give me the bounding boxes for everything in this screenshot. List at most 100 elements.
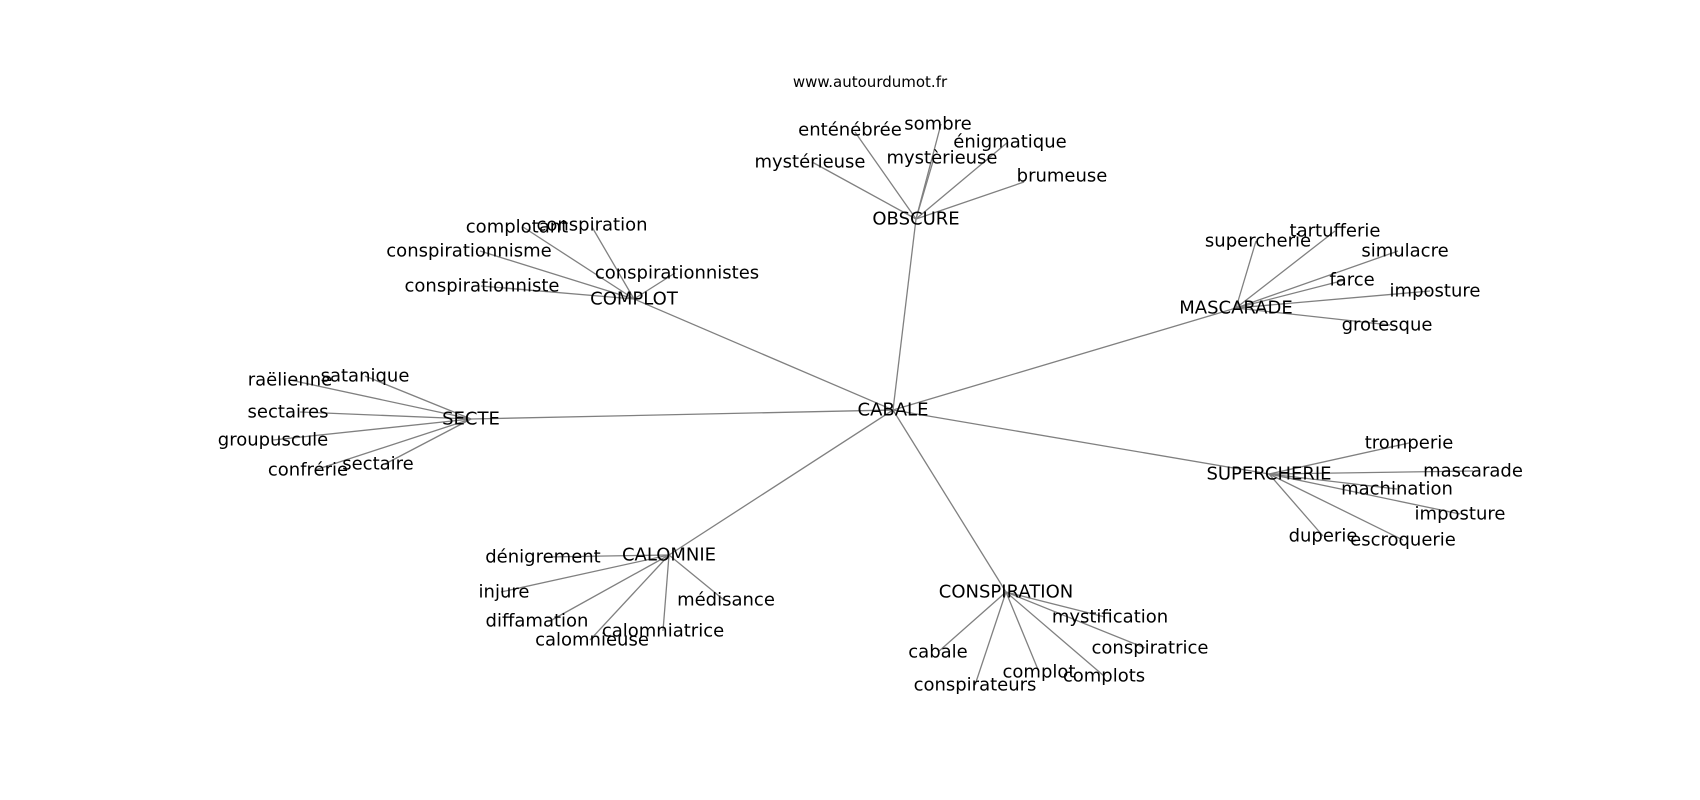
edge-hub-word (1268, 473, 1404, 541)
word-node-label: sectaire (342, 454, 414, 475)
edge-hub-word (364, 375, 472, 420)
word-node-label: conspirationnistes (595, 263, 759, 284)
edge-hub-word (549, 554, 670, 622)
edge-hub-word (289, 379, 472, 420)
edge-hub-word (1005, 591, 1106, 618)
edge-hub-word (974, 591, 1007, 686)
edge-hub-word (633, 272, 676, 300)
word-node-label: farce (1329, 270, 1374, 291)
edge-hub-word (480, 285, 635, 300)
edge-hub-word (854, 131, 917, 220)
edge-hub-word (915, 181, 1025, 220)
edge-hub-word (811, 161, 917, 220)
word-node-label: imposture (1415, 504, 1506, 525)
word-node-label: machination (1341, 479, 1453, 500)
edge-hub-word (479, 250, 635, 300)
word-node-label: conspirateurs (914, 675, 1037, 696)
graph-labels: www.autourdumot.fr CABALE mystérieuse enté… (218, 73, 1523, 696)
edge-hub-word (591, 226, 635, 300)
word-node-label: sectaires (248, 402, 329, 423)
edge-hub-word (915, 123, 942, 220)
word-node-label: complot (1003, 662, 1076, 683)
hub-node-label: CONSPIRATION (939, 582, 1073, 603)
word-node-label: enténébrée (798, 120, 902, 141)
edge-hub-word (1268, 442, 1410, 475)
word-node-label: grotesque (1342, 315, 1433, 336)
edge-hub-word (500, 554, 670, 593)
word-node-label: conspiration (536, 215, 647, 236)
edge-hub-word (1268, 473, 1324, 537)
edge-hub-word (662, 554, 670, 632)
word-node-label: brumeuse (1017, 166, 1108, 187)
hub-node-label: SUPERCHERIE (1206, 464, 1331, 485)
edge-hub-word (589, 554, 670, 641)
edge-hub-word (1268, 473, 1461, 515)
word-node-label: énigmatique (953, 132, 1066, 153)
word-node-label: imposture (1390, 281, 1481, 302)
edge-hub-word (384, 418, 472, 465)
word-node-label: supercherie (1205, 231, 1311, 252)
edge-hub-word (1235, 279, 1346, 309)
edge-hub-word (1268, 470, 1474, 475)
word-node-label: tromperie (1365, 433, 1454, 454)
word-node-label: cabale (908, 642, 967, 663)
edge-hub-word (1005, 591, 1040, 673)
edge-hub-word (1005, 591, 1105, 677)
edge-hub-word (915, 141, 1009, 220)
word-node-label: tartufferie (1290, 221, 1381, 242)
edge-root-hub (892, 409, 1270, 475)
edge-root-hub (470, 409, 894, 420)
word-node-label: injure (479, 582, 530, 603)
edge-hub-word (314, 418, 472, 471)
word-node-label: dénigrement (485, 547, 601, 568)
edge-root-hub (892, 218, 917, 411)
word-node-label: mystérieuse (754, 152, 865, 173)
word-node-label: mystèrieuse (886, 148, 997, 169)
edge-hub-word (1235, 230, 1336, 309)
word-node-label: conspiratrice (1092, 638, 1209, 659)
word-node-label: escroquerie (1350, 530, 1456, 551)
word-node-label: diffamation (486, 611, 589, 632)
word-node-label: mascarade (1423, 461, 1523, 482)
graph-edges (272, 123, 1474, 686)
word-node-label: conspirationniste (405, 276, 560, 297)
word-node-label: satanique (321, 366, 410, 387)
hub-node-label: COMPLOT (590, 289, 679, 310)
word-node-label: mystification (1052, 607, 1168, 628)
edge-root-hub (892, 409, 1007, 593)
word-node-label: calomniatrice (602, 621, 724, 642)
word-node-label: calomnieuse (535, 630, 649, 651)
edge-root-hub (633, 298, 894, 411)
edge-hub-word (1235, 240, 1257, 309)
hub-node-label: MASCARADE (1179, 298, 1292, 319)
hub-node-label: CALOMNIE (622, 545, 716, 566)
edge-root-hub (668, 409, 894, 556)
word-node-label: confrérie (268, 460, 348, 481)
word-node-label: groupuscule (218, 430, 328, 451)
word-node-label: médisance (677, 590, 775, 611)
edge-hub-word (1235, 307, 1391, 326)
edge-hub-word (522, 226, 635, 300)
word-node-label: simulacre (1361, 241, 1448, 262)
edge-hub-word (668, 554, 725, 601)
edge-hub-word (1235, 290, 1431, 309)
word-node-label: duperie (1289, 526, 1358, 547)
word-node-label: complots (1063, 666, 1145, 687)
edge-hub-word (544, 554, 670, 558)
edge-hub-word (1235, 250, 1399, 309)
word-node-label: conspirationnisme (386, 241, 551, 262)
word-node-label: sombre (904, 114, 971, 135)
edge-hub-word (1268, 473, 1398, 490)
root-node-label: CABALE (858, 400, 929, 421)
edge-hub-word (937, 591, 1007, 653)
edge-hub-word (272, 418, 472, 441)
word-node-label: complotant (466, 217, 568, 238)
word-node-label: raëlienne (248, 370, 332, 391)
hub-node-label: OBSCURE (872, 209, 959, 230)
site-watermark: www.autourdumot.fr (793, 73, 948, 91)
edge-hub-word (1005, 591, 1146, 649)
hub-node-label: SECTE (442, 409, 500, 430)
edge-root-hub (892, 307, 1237, 411)
edge-hub-word (299, 411, 472, 420)
